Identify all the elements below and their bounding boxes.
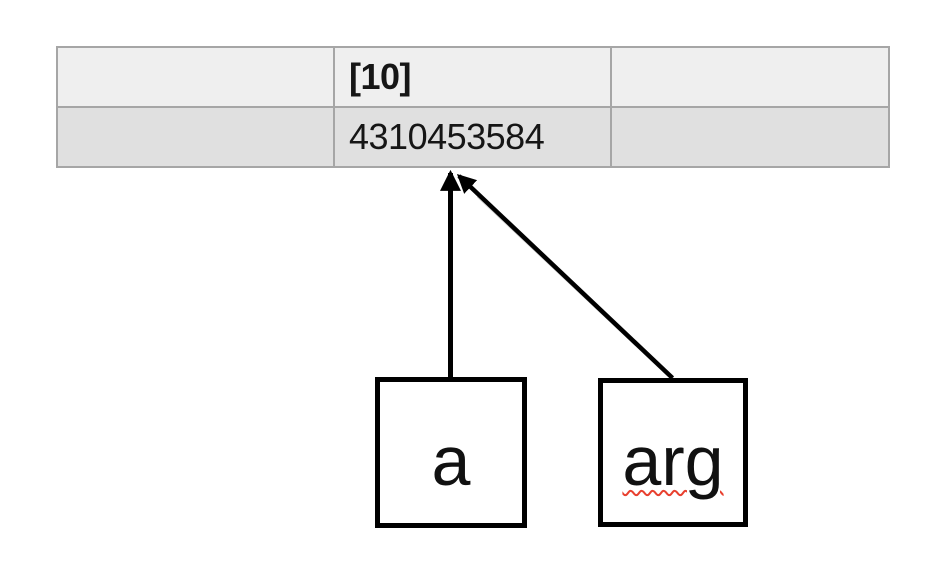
- variable-box-arg[interactable]: arg: [598, 378, 748, 527]
- header-cell-empty-right: [610, 46, 890, 108]
- memory-table[interactable]: [10] 4310453584: [56, 46, 890, 168]
- table-value-row: 4310453584: [56, 106, 890, 168]
- arrow-arg-to-cell[interactable]: [456, 174, 675, 380]
- variable-box-a[interactable]: a: [375, 377, 527, 528]
- header-cell-empty-left: [56, 46, 335, 108]
- value-cell-empty-right: [610, 106, 890, 168]
- variable-label-a: a: [431, 421, 471, 500]
- index-label-cell: [10]: [333, 46, 612, 108]
- object-id-cell: 4310453584: [333, 106, 612, 168]
- variable-label-arg: arg: [622, 421, 724, 500]
- value-cell-empty-left: [56, 106, 335, 168]
- table-header-row: [10]: [56, 46, 890, 108]
